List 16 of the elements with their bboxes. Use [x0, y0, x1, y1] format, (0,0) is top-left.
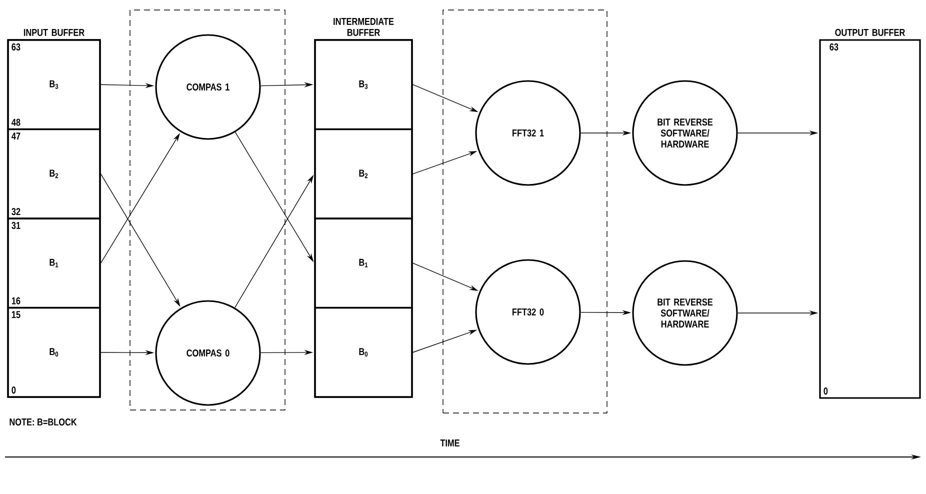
node-label: INPUT BUFFER — [24, 29, 84, 36]
note: NOTE: B=BLOCK — [10, 418, 77, 426]
buffer-cell: B$_{3}$ — [314, 39, 413, 130]
axis-label: TIME — [440, 440, 460, 446]
buffer-cell: B$_{0}$ — [314, 306, 413, 398]
buffer-cell: B$_{3}$ 63 48 — [7, 39, 101, 130]
node-label: OUTPUT BUFFER — [835, 28, 905, 36]
node-label: INTERMEDIATE BUFFER — [334, 18, 394, 36]
buffer-cell: B$_{0}$ 15 0 — [7, 306, 101, 398]
buffer-cell: B$_{2}$ 47 32 — [7, 128, 101, 220]
buffer-cell: B$_{2}$ — [314, 128, 413, 220]
buffer-box: OUTPUT BUFFER 63 0 — [819, 28, 921, 399]
buffer-cell: B$_{1}$ — [314, 218, 413, 309]
dashed-box — [130, 10, 286, 410]
buffer-cell: B$_{1}$ 31 16 — [7, 218, 101, 309]
dashed-box — [442, 10, 608, 414]
